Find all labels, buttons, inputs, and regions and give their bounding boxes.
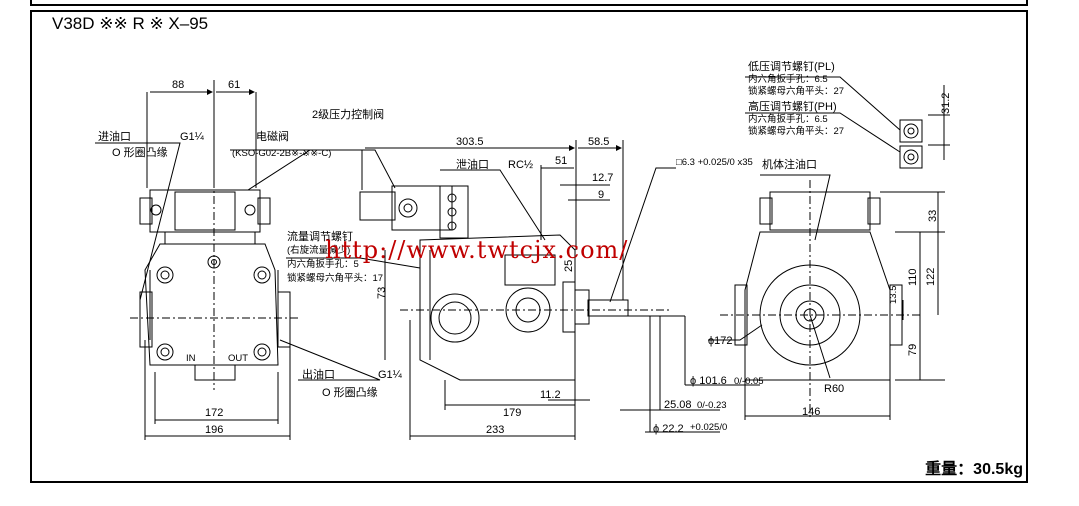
plate-in: IN bbox=[186, 353, 196, 364]
r60: R60 bbox=[824, 383, 844, 395]
flow-nut-label: 锁紧螺母六角平头：17 bbox=[287, 272, 383, 284]
control-valve-cap bbox=[359, 191, 396, 221]
inlet-size: G1¼ bbox=[180, 131, 205, 143]
dim-25-08: 25.08 bbox=[664, 399, 692, 411]
dim-172: 172 bbox=[205, 407, 223, 419]
right-view-labels: 低压调节螺钉(PL) 内六角扳手孔：6.5 锁紧螺母六角平头：27 高压调节螺钉… bbox=[708, 60, 952, 418]
left-pump-body bbox=[144, 243, 279, 366]
dim-122: 122 bbox=[925, 268, 937, 286]
right-view bbox=[708, 76, 950, 420]
dim-12-7: 12.7 bbox=[592, 172, 613, 184]
outlet-flange: O 形圈凸缘 bbox=[322, 386, 378, 399]
dim-51: 51 bbox=[555, 155, 567, 167]
high-nut-label: 锁紧螺母六角平头：27 bbox=[748, 125, 844, 137]
shaft bbox=[587, 299, 629, 317]
dim-179: 179 bbox=[503, 407, 521, 419]
dia-22-2: ϕ 22.2 bbox=[653, 423, 684, 435]
inlet-flange: O 形圈凸缘 bbox=[112, 146, 168, 159]
valve-model: (KSO-G02-2B※-※※-C) bbox=[232, 148, 331, 159]
outlet-size: G1¼ bbox=[378, 369, 403, 381]
inlet-label: 进油口 bbox=[98, 129, 131, 143]
dim-303-5: 303.5 bbox=[456, 136, 484, 148]
tol-101-6: 0/-0.05 bbox=[734, 376, 764, 387]
dim-61: 61 bbox=[228, 79, 240, 91]
high-screw-label: 高压调节螺钉(PH) bbox=[748, 99, 837, 113]
low-nut-label: 锁紧螺母六角平头：27 bbox=[748, 85, 844, 97]
valve-label: 电磁阀 bbox=[256, 129, 289, 143]
dim-146: 146 bbox=[802, 406, 820, 418]
dim-11-2: 11.2 bbox=[540, 389, 561, 401]
middle-view bbox=[286, 140, 670, 440]
fill-port-label: 机体注油口 bbox=[762, 157, 817, 171]
dim-25: 25 bbox=[563, 260, 575, 272]
dim-88: 88 bbox=[172, 79, 184, 91]
key-dim: □6.3 +0.025/0 x35 bbox=[676, 157, 753, 168]
drain-label: 泄油口 bbox=[456, 157, 489, 171]
low-screw-label: 低压调节螺钉(PL) bbox=[748, 60, 835, 73]
shaft-dims bbox=[609, 167, 760, 433]
outlet-label: 出油口 bbox=[302, 367, 335, 381]
dia-172: ϕ172 bbox=[708, 335, 733, 347]
top-border bbox=[30, 0, 1028, 6]
left-view-labels: 88 61 172 196 进油口 G1¼ O 形圈凸缘 电磁阀 (KSO-G0… bbox=[98, 79, 403, 436]
dim-33: 33 bbox=[927, 210, 939, 222]
ctrl-valve-label: 2级压力控制阀 bbox=[312, 107, 384, 121]
model-title: V38D ※※ R ※ X–95 bbox=[52, 14, 209, 33]
plate-out: OUT bbox=[228, 353, 248, 364]
middle-view-labels: 2级压力控制阀 303.5 58.5 泄油口 RC½ 51 12.7 9 73 … bbox=[287, 107, 613, 436]
drawing-frame bbox=[30, 10, 1028, 483]
flow-dir-label: (右旋流量减少) bbox=[287, 244, 350, 256]
dim-73: 73 bbox=[376, 287, 388, 299]
weight-label: 重量：30.5kg bbox=[925, 461, 1023, 478]
drain-size: RC½ bbox=[508, 159, 533, 171]
shaft-labels: □6.3 +0.025/0 x35 ϕ 101.6 0/-0.05 25.08 … bbox=[653, 157, 764, 435]
watermark: http://www.twtcjx.com/ bbox=[325, 236, 628, 264]
dim-13-5: 13.5 bbox=[888, 286, 899, 305]
tol-22-2: +0.025/0 bbox=[690, 422, 727, 433]
dim-233: 233 bbox=[486, 424, 504, 436]
dim-110: 110 bbox=[907, 268, 919, 286]
right-pump-body bbox=[744, 231, 891, 381]
low-hex-label: 内六角扳手孔：6.5 bbox=[748, 73, 828, 85]
dim-79: 79 bbox=[907, 344, 919, 356]
dim-58-5: 58.5 bbox=[588, 136, 609, 148]
flow-screw-label: 流量调节螺钉 bbox=[287, 229, 353, 243]
dim-31-2: 31.2 bbox=[940, 93, 952, 114]
dim-196: 196 bbox=[205, 424, 223, 436]
dim-9: 9 bbox=[598, 189, 604, 201]
dia-101-6: ϕ 101.6 bbox=[690, 375, 727, 387]
tol-25-08: 0/-0.23 bbox=[697, 400, 727, 411]
right-valve-body bbox=[769, 191, 871, 231]
flow-hex-label: 内六角扳手孔：5 bbox=[287, 258, 359, 270]
high-hex-label: 内六角扳手孔：6.5 bbox=[748, 113, 828, 125]
